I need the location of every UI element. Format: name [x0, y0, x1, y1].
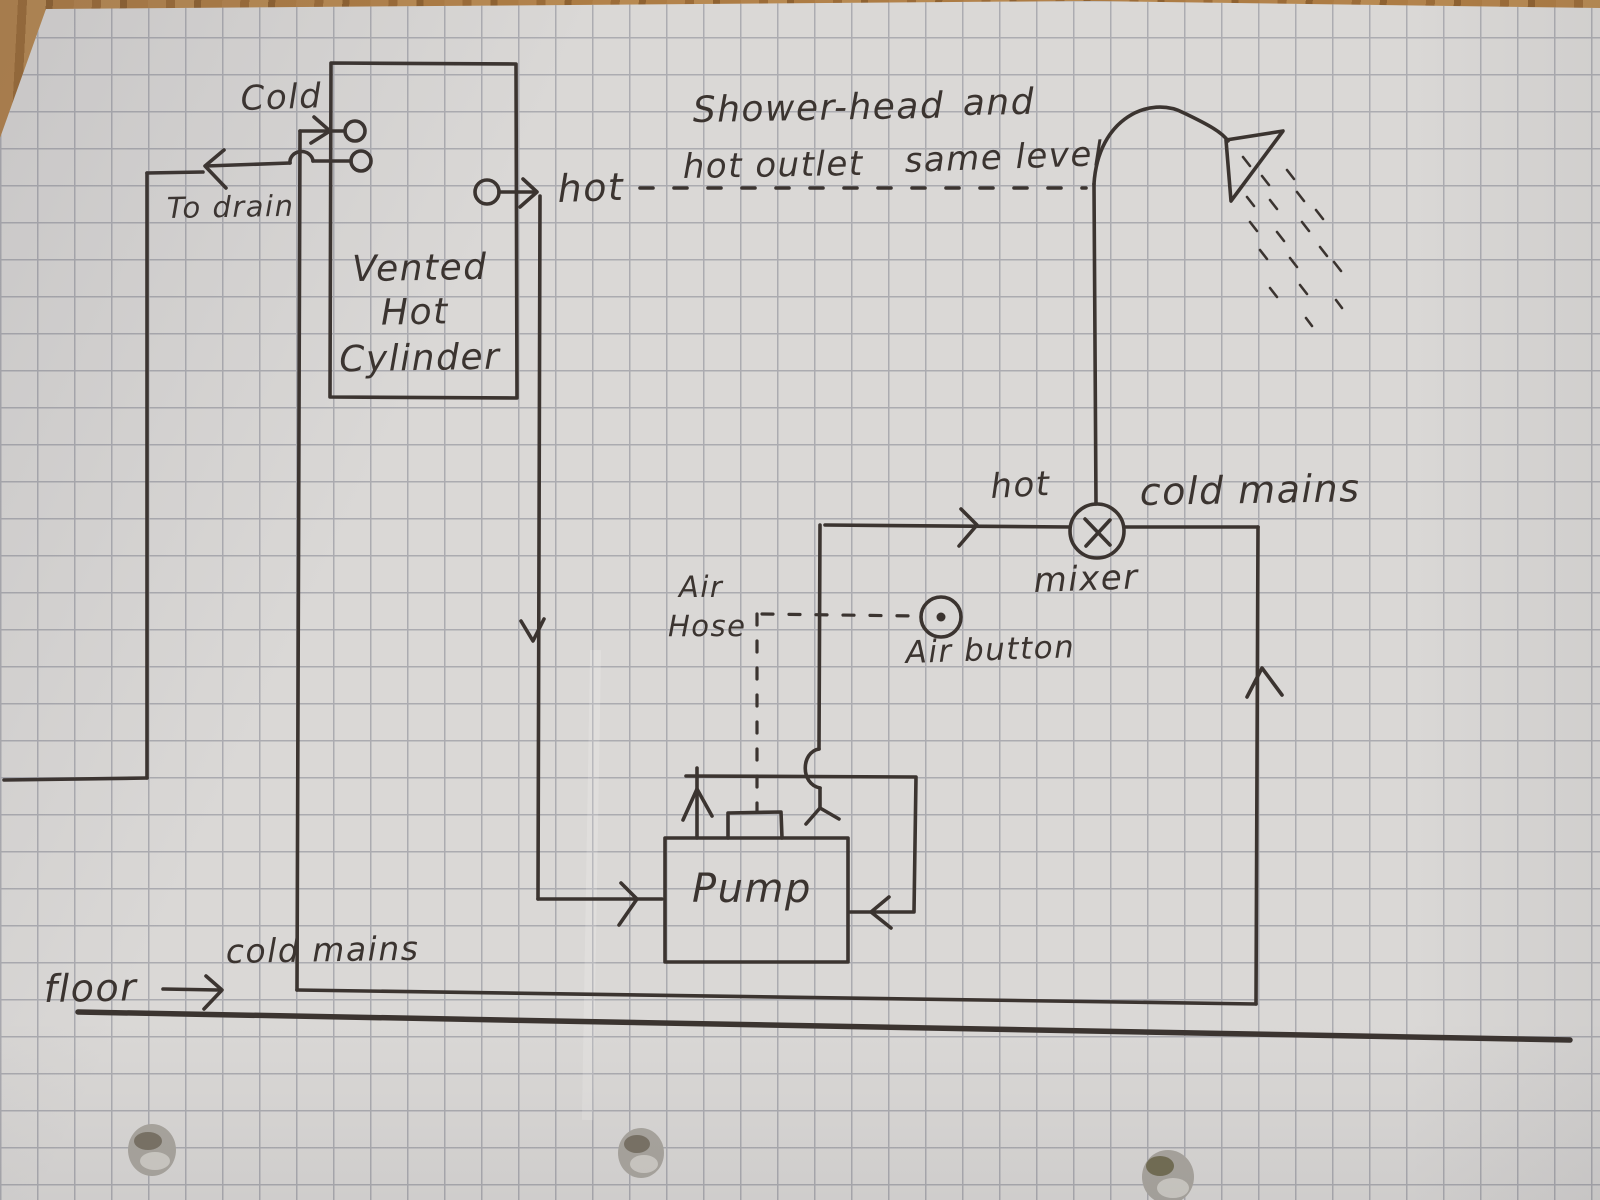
shower-head: [1224, 129, 1285, 203]
cylinder-box: [328, 61, 519, 400]
mixer-valve-icon: [1068, 502, 1126, 560]
hot-supply-down-arrow: [519, 617, 546, 643]
to-drain-arrow: [203, 148, 228, 190]
hot-drop-pipe: [803, 523, 841, 826]
cold-inlet-arrow: [309, 115, 332, 145]
label-air-button: Air button: [903, 629, 1076, 671]
label-cold-mains-top: cold mains: [1139, 466, 1360, 514]
label-cylinder-line1: Vented: [352, 247, 488, 290]
cylinder-cold-inlet-port: [343, 119, 367, 143]
punch-hole: [1142, 1150, 1194, 1200]
label-air-hose-line2: Hose: [668, 609, 747, 643]
label-note-top-right: and: [962, 82, 1035, 124]
paper-crease: [581, 649, 602, 1121]
drain-duct: [2, 170, 205, 782]
label-cold-inlet: Cold: [240, 76, 323, 119]
shower-assembly: [1092, 105, 1344, 506]
air-button-icon: [919, 595, 963, 639]
punch-hole: [618, 1128, 664, 1178]
cold-mains-bottom-run: [295, 988, 1258, 1006]
cold-mains-riser: [1254, 525, 1260, 1006]
cold-mains-up-arrow: [1245, 666, 1284, 699]
hot-drop-hop: [803, 747, 822, 790]
floor-line: [75, 1009, 1573, 1043]
label-hot-outlet: hot: [557, 165, 626, 211]
shower-arm-arc: [1092, 105, 1230, 186]
punch-hole: [128, 1124, 176, 1176]
label-note-bottom-left: hot outlet: [682, 144, 864, 187]
pump-box: [663, 836, 850, 964]
cold-supply-pipe: [295, 115, 345, 992]
pump-inlet-arrow-left: [617, 881, 639, 927]
hot-outlet-arrow: [518, 177, 539, 209]
label-cylinder-line3: Cylinder: [339, 337, 501, 381]
label-note-top-left: Shower-head: [692, 86, 944, 131]
pump-loop-pipe: [684, 774, 918, 914]
cylinder-hot-outlet-port: [473, 178, 501, 206]
label-floor: floor: [43, 965, 138, 1011]
hot-feed-arrow: [957, 507, 979, 548]
floor-annotation-arrow: [161, 974, 224, 1011]
label-pump: Pump: [692, 866, 812, 912]
label-air-hose-line1: Air: [677, 570, 724, 604]
vent-pipe: [203, 148, 353, 190]
hot-feed-pipe: [823, 507, 1072, 548]
label-cold-mains-bottom: cold mains: [225, 929, 419, 971]
shower-riser-pipe: [1092, 182, 1098, 506]
label-cylinder-line2: Hot: [381, 291, 450, 333]
pump-outlet-loop: [681, 766, 918, 930]
label-to-drain: To drain: [167, 189, 295, 225]
shower-spray-dots: [1241, 155, 1344, 328]
pump-riser-up-arrow: [681, 787, 714, 822]
pump-top-box: [726, 810, 784, 840]
label-mixer: mixer: [1033, 557, 1140, 601]
air-hose-dashed-horizontal: [760, 612, 918, 618]
hot-drop-arrow: [804, 806, 841, 826]
label-hot-feed: hot: [989, 464, 1051, 507]
cold-mains-run: [295, 525, 1284, 1006]
hot-supply-pipe: [497, 177, 664, 927]
pipe-crossover-hop: [288, 149, 315, 165]
cylinder-vent-port: [349, 149, 373, 173]
pump-inlet-arrow-right: [869, 895, 893, 930]
label-note-bottom-right: same level: [904, 134, 1105, 181]
